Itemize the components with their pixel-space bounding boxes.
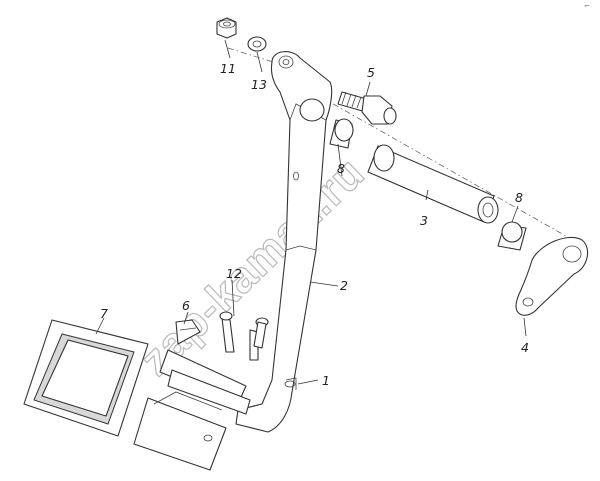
callout-12: 12 <box>226 266 242 281</box>
axis-line <box>297 83 581 245</box>
callout-1: 1 <box>322 373 330 388</box>
leader-line <box>297 379 319 385</box>
nut-part <box>216 17 237 39</box>
leader-line <box>523 317 527 337</box>
callout-3: 3 <box>420 213 428 228</box>
leader-line <box>95 317 105 335</box>
pin-part <box>219 311 269 361</box>
bushing-part <box>497 221 527 251</box>
callout-7: 7 <box>100 306 108 321</box>
leader-line <box>183 311 189 325</box>
corner-mark: ⌐ <box>584 2 590 10</box>
clip-part <box>175 319 201 345</box>
callout-8: 8 <box>515 190 523 205</box>
bushing-part <box>329 118 354 149</box>
pad-cover-part <box>133 391 227 471</box>
leader-line <box>309 281 339 287</box>
pedal-lever-part <box>235 51 333 433</box>
shaft-part <box>367 144 499 224</box>
leader-line <box>425 189 429 201</box>
leader-line <box>365 81 371 97</box>
callout-4: 4 <box>521 340 529 355</box>
leader-line <box>337 143 343 177</box>
callout-11: 11 <box>220 61 236 76</box>
callout-13: 13 <box>251 77 267 92</box>
leader-line <box>231 279 235 317</box>
bolt-part <box>337 91 397 125</box>
callout-2: 2 <box>340 278 348 293</box>
washer-part <box>247 36 267 52</box>
leader-line <box>256 51 263 73</box>
pedal-pad-part <box>23 319 149 437</box>
callout-8: 8 <box>337 161 345 176</box>
callout-5: 5 <box>367 65 375 80</box>
leader-line <box>224 39 231 59</box>
pedal-mount-part <box>159 349 297 415</box>
leader-line <box>511 205 519 223</box>
callout-6: 6 <box>182 298 190 313</box>
lever-arm-part <box>515 236 589 316</box>
